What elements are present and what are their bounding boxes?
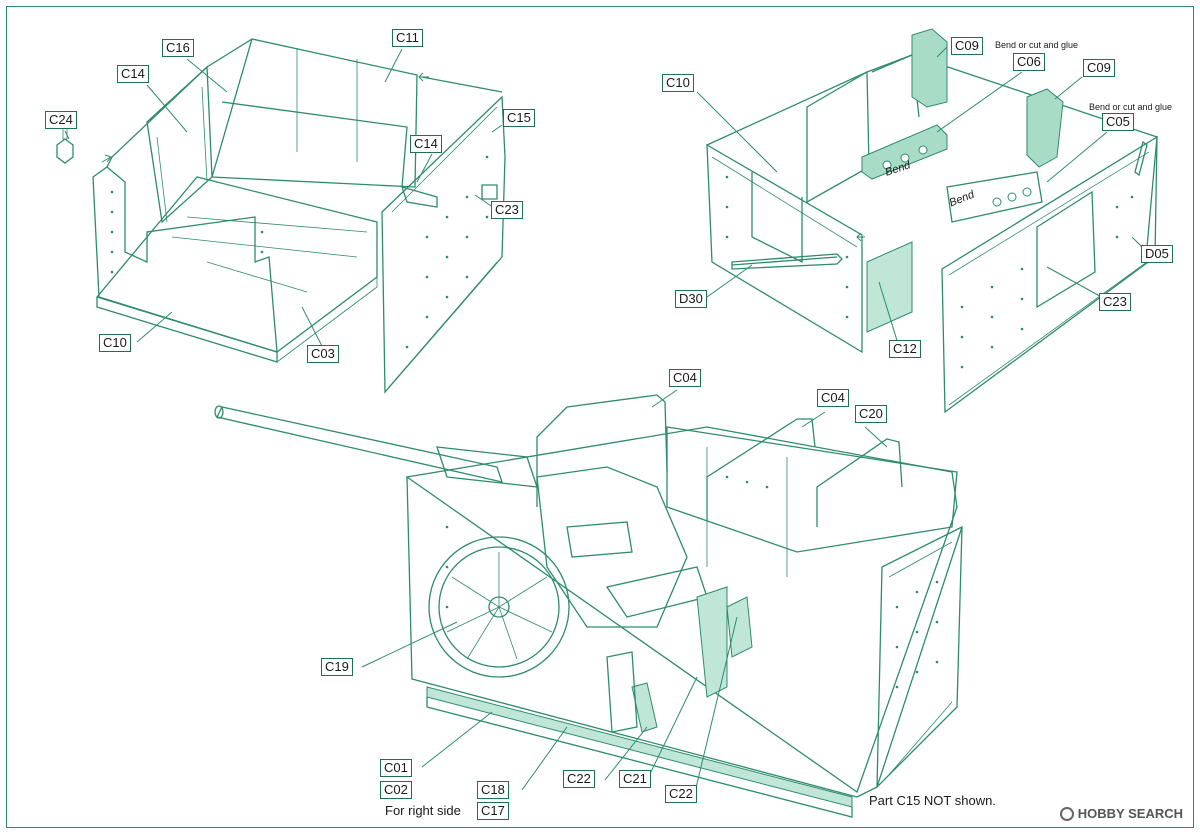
label-c20: C20 (855, 405, 887, 423)
label-c12: C12 (889, 340, 921, 358)
label-c15: C15 (503, 109, 535, 127)
label-c03: C03 (307, 345, 339, 363)
label-c21: C21 (619, 770, 651, 788)
label-c04-left: C04 (669, 369, 701, 387)
label-c22-left: C22 (563, 770, 595, 788)
label-c23-left: C23 (491, 201, 523, 219)
instruction-sheet: C16 C11 C14 C24 C15 C14 C23 C10 C03 C09 … (6, 6, 1194, 828)
label-c10-left: C10 (99, 334, 131, 352)
label-c01: C01 (380, 759, 412, 777)
label-c04-right: C04 (817, 389, 849, 407)
label-c17: C17 (477, 802, 509, 820)
note-bend-glue-2: Bend or cut and glue (1089, 102, 1173, 112)
note-for-right-side: For right side (385, 803, 461, 818)
label-c06: C06 (1013, 53, 1045, 71)
label-c19: C19 (321, 658, 353, 676)
note-part-not-shown: Part C15 NOT shown. (869, 793, 996, 808)
label-c10-right: C10 (662, 74, 694, 92)
assembly-diagram (56, 28, 1158, 818)
label-c05: C05 (1102, 113, 1134, 131)
label-c09-right: C09 (1083, 59, 1115, 77)
label-c11: C11 (392, 29, 423, 47)
watermark-text: HOBBY SEARCH (1077, 806, 1183, 821)
label-c14-right: C14 (410, 135, 442, 153)
label-c09-top: C09 (951, 37, 983, 55)
hobby-search-logo-icon (1059, 806, 1074, 821)
top-right-assembly (696, 28, 1158, 414)
label-d05: D05 (1141, 245, 1173, 263)
label-c14-left: C14 (117, 65, 149, 83)
label-c16: C16 (162, 39, 194, 57)
label-c24: C24 (45, 111, 77, 129)
note-bend-glue-1: Bend or cut and glue (995, 40, 1079, 50)
label-c22-right: C22 (665, 785, 697, 803)
watermark: HOBBY SEARCH (1059, 806, 1183, 821)
label-c02: C02 (380, 781, 412, 799)
bottom-assembly (214, 389, 963, 818)
label-d30: D30 (675, 290, 707, 308)
label-c18: C18 (477, 781, 509, 799)
label-c23-right: C23 (1099, 293, 1131, 311)
